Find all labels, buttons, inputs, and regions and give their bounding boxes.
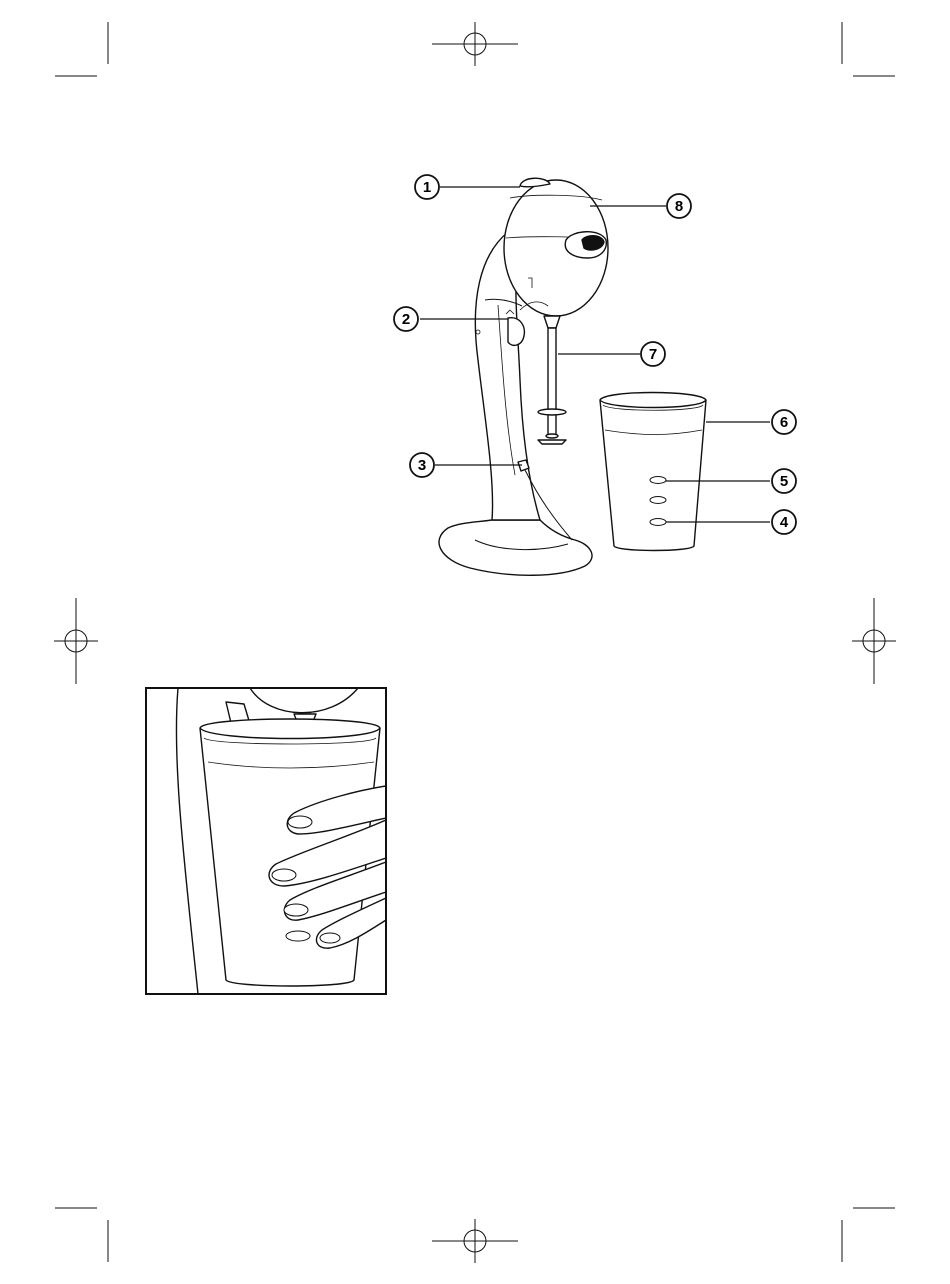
registration-mark-right: [852, 598, 896, 684]
callout-6: 6: [772, 410, 796, 434]
cup-fill-mark-middle: [650, 497, 666, 504]
callout-8: 8: [667, 194, 691, 218]
svg-text:4: 4: [780, 514, 789, 531]
registration-mark-left: [54, 598, 98, 684]
top-knob: [520, 178, 550, 187]
mixer-illustration: [439, 178, 608, 575]
registration-mark-bottom: [432, 1219, 518, 1263]
mixer-base: [439, 520, 592, 575]
svg-text:7: 7: [649, 346, 657, 363]
registration-mark-top: [432, 22, 518, 66]
svg-text:8: 8: [675, 198, 683, 215]
crop-marks: [55, 22, 895, 1262]
callout-1: 1: [415, 175, 439, 199]
speed-switch: [508, 318, 524, 346]
svg-text:3: 3: [418, 457, 426, 474]
callout-3: 3: [410, 453, 434, 477]
callout-2: 2: [394, 307, 418, 331]
agitator-shaft: [548, 328, 556, 436]
agitator-blade: [538, 440, 566, 444]
svg-text:6: 6: [780, 414, 788, 431]
inset-illustration: [146, 688, 386, 994]
svg-text:5: 5: [780, 473, 788, 490]
callout-4: 4: [772, 510, 796, 534]
cup-fill-mark-upper: [650, 477, 666, 484]
cup-fill-mark-lower: [650, 519, 666, 526]
callout-5: 5: [772, 469, 796, 493]
mixing-cup: [600, 393, 706, 551]
callout-7: 7: [641, 342, 665, 366]
svg-text:1: 1: [423, 179, 431, 196]
inset-cup-fill-mark: [286, 931, 310, 941]
svg-text:2: 2: [402, 311, 410, 328]
